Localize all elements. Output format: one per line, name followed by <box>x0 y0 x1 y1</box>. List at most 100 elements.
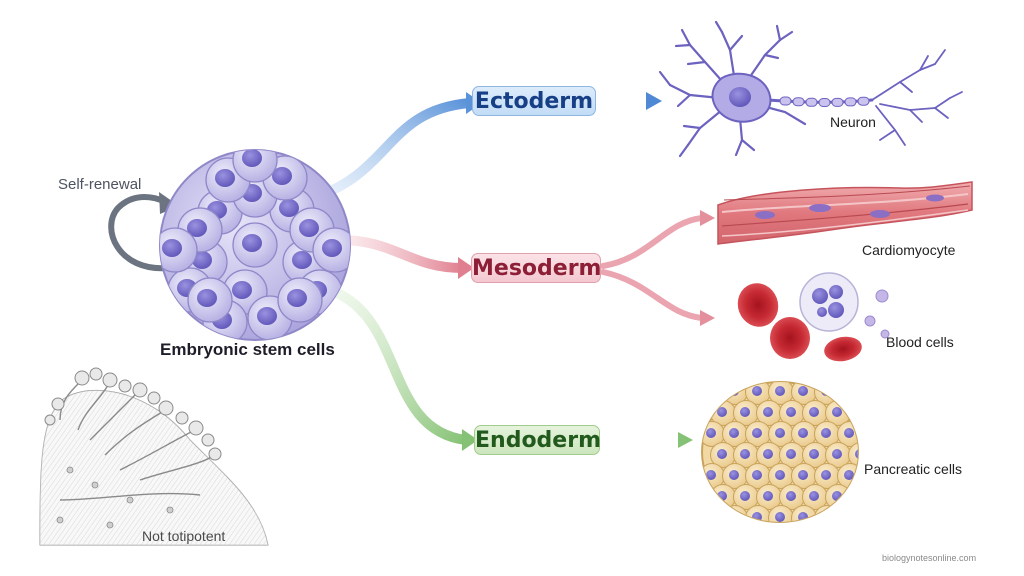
pancreatic-cell-nucleus <box>821 428 831 438</box>
self-renewal-label: Self-renewal <box>58 176 142 193</box>
pancreatic-cell-nucleus <box>832 407 842 417</box>
not-totipotent-sketch <box>39 367 269 546</box>
flow-arrows <box>313 92 715 451</box>
embryonic-stem-cells-label: Embryonic stem cells <box>160 340 335 359</box>
stem-cell-nucleus <box>192 251 212 269</box>
pancreatic-cell-nucleus <box>786 491 796 501</box>
pancreatic-cell-nucleus <box>798 470 808 480</box>
arrow-head-blood <box>700 310 715 326</box>
pancreatic-cell-nucleus <box>855 407 858 417</box>
pancreatic-cell-nucleus <box>844 386 854 396</box>
pancreatic-cell-nucleus <box>717 407 727 417</box>
pancreatic-cell <box>702 505 725 522</box>
pancreatic-cell-nucleus <box>775 470 785 480</box>
pancreatic-cell <box>837 505 858 522</box>
pancreatic-cell <box>848 484 858 510</box>
ectoderm-box: Ectoderm <box>472 86 596 116</box>
arrow-mesoderm-to-cardiomyocyte <box>600 215 705 269</box>
pancreatic-cells-label: Pancreatic cells <box>864 461 963 477</box>
stem-cell-nucleus <box>215 169 235 187</box>
pancreatic-cell-nucleus <box>855 491 858 501</box>
pancreatic-cell-nucleus <box>706 386 716 396</box>
arrow-head-neuron <box>646 92 662 110</box>
stem-cell-nucleus <box>232 281 252 299</box>
pancreatic-cell-nucleus <box>775 512 785 522</box>
pancreatic-cell-nucleus <box>752 428 762 438</box>
watermark: biologynotesonline.com <box>882 553 977 563</box>
pancreatic-cell-nucleus <box>809 491 819 501</box>
pancreatic-cell-nucleus <box>763 407 773 417</box>
pancreatic-cell-nucleus <box>763 449 773 459</box>
pancreatic-cell-nucleus <box>832 491 842 501</box>
pancreatic-cell-nucleus <box>729 512 739 522</box>
pancreatic-cell-nucleus <box>740 491 750 501</box>
myelin-segment <box>805 97 818 107</box>
pancreatic-cell-nucleus <box>832 449 842 459</box>
cardiomyocyte-label: Cardiomyocyte <box>862 242 956 258</box>
endoderm-box: Endoderm <box>474 425 601 455</box>
arrow-to-ectoderm <box>313 98 475 201</box>
myelin-segment <box>779 96 792 106</box>
pancreatic-cell-nucleus <box>706 512 716 522</box>
stem-cell-nucleus <box>242 150 262 167</box>
pancreatic-cell-nucleus <box>821 512 831 522</box>
myelin-segment <box>857 96 870 106</box>
stem-cell-nucleus <box>187 219 207 237</box>
pancreatic-cell <box>848 442 858 468</box>
blood-cells-label: Blood cells <box>886 334 954 350</box>
pancreatic-cell-nucleus <box>706 428 716 438</box>
pancreatic-cell-nucleus <box>809 407 819 417</box>
pancreatic-cells-illustration <box>701 381 859 523</box>
pancreatic-cell-nucleus <box>763 491 773 501</box>
pancreatic-cell-nucleus <box>752 386 762 396</box>
pancreatic-cell <box>702 382 725 405</box>
pancreatic-cell-nucleus <box>786 449 796 459</box>
pancreatic-cell-nucleus <box>821 470 831 480</box>
arrow-mesoderm-to-blood <box>600 269 705 321</box>
stem-cell-nucleus <box>272 167 292 185</box>
arrow-to-mesoderm <box>335 235 467 273</box>
neuron-illustration <box>658 20 963 158</box>
pancreatic-cell-nucleus <box>729 470 739 480</box>
pancreatic-cell-nucleus <box>775 428 785 438</box>
myelin-segment <box>831 97 844 107</box>
pancreatic-cell-nucleus <box>717 449 727 459</box>
mesoderm-box: Mesoderm <box>471 253 601 283</box>
myelin-segment <box>844 97 857 107</box>
blood-cells-illustration <box>737 272 890 362</box>
stem-cell-nucleus <box>242 234 262 252</box>
neuron-soma <box>711 72 772 123</box>
pancreatic-cell-nucleus <box>786 407 796 417</box>
arrow-to-endoderm <box>330 287 471 445</box>
stem-cell-nucleus <box>292 251 312 269</box>
stem-cell-nucleus <box>162 239 182 257</box>
stem-cell-nucleus <box>287 289 307 307</box>
arrow-head-endoderm <box>462 429 478 451</box>
pancreatic-cell <box>837 382 858 405</box>
pancreatic-cell-nucleus <box>798 386 808 396</box>
pancreatic-cell-nucleus <box>775 386 785 396</box>
pancreatic-cell-nucleus <box>809 449 819 459</box>
pancreatic-cell-nucleus <box>844 428 854 438</box>
pancreatic-cell-nucleus <box>740 449 750 459</box>
not-totipotent-label: Not totipotent <box>142 528 226 544</box>
pancreatic-cell-nucleus <box>706 470 716 480</box>
pancreatic-cell-nucleus <box>729 428 739 438</box>
arrow-head-cardiomyocyte <box>700 210 715 226</box>
stem-cell-nucleus <box>197 289 217 307</box>
neuron-axon-sheath <box>779 96 870 107</box>
pancreatic-cell-nucleus <box>740 407 750 417</box>
pancreatic-cell <box>848 400 858 426</box>
stem-cell-nucleus <box>322 239 342 257</box>
stem-cell-nucleus <box>299 219 319 237</box>
pancreatic-cell-nucleus <box>752 470 762 480</box>
arrow-head-pancreatic <box>678 432 693 448</box>
myelin-segment <box>818 97 831 107</box>
stem-cell-cluster <box>159 149 351 341</box>
myelin-segment <box>792 97 805 107</box>
pancreatic-cell-nucleus <box>798 428 808 438</box>
pancreatic-cell-nucleus <box>855 449 858 459</box>
cardiomyocyte-illustration <box>717 181 973 245</box>
